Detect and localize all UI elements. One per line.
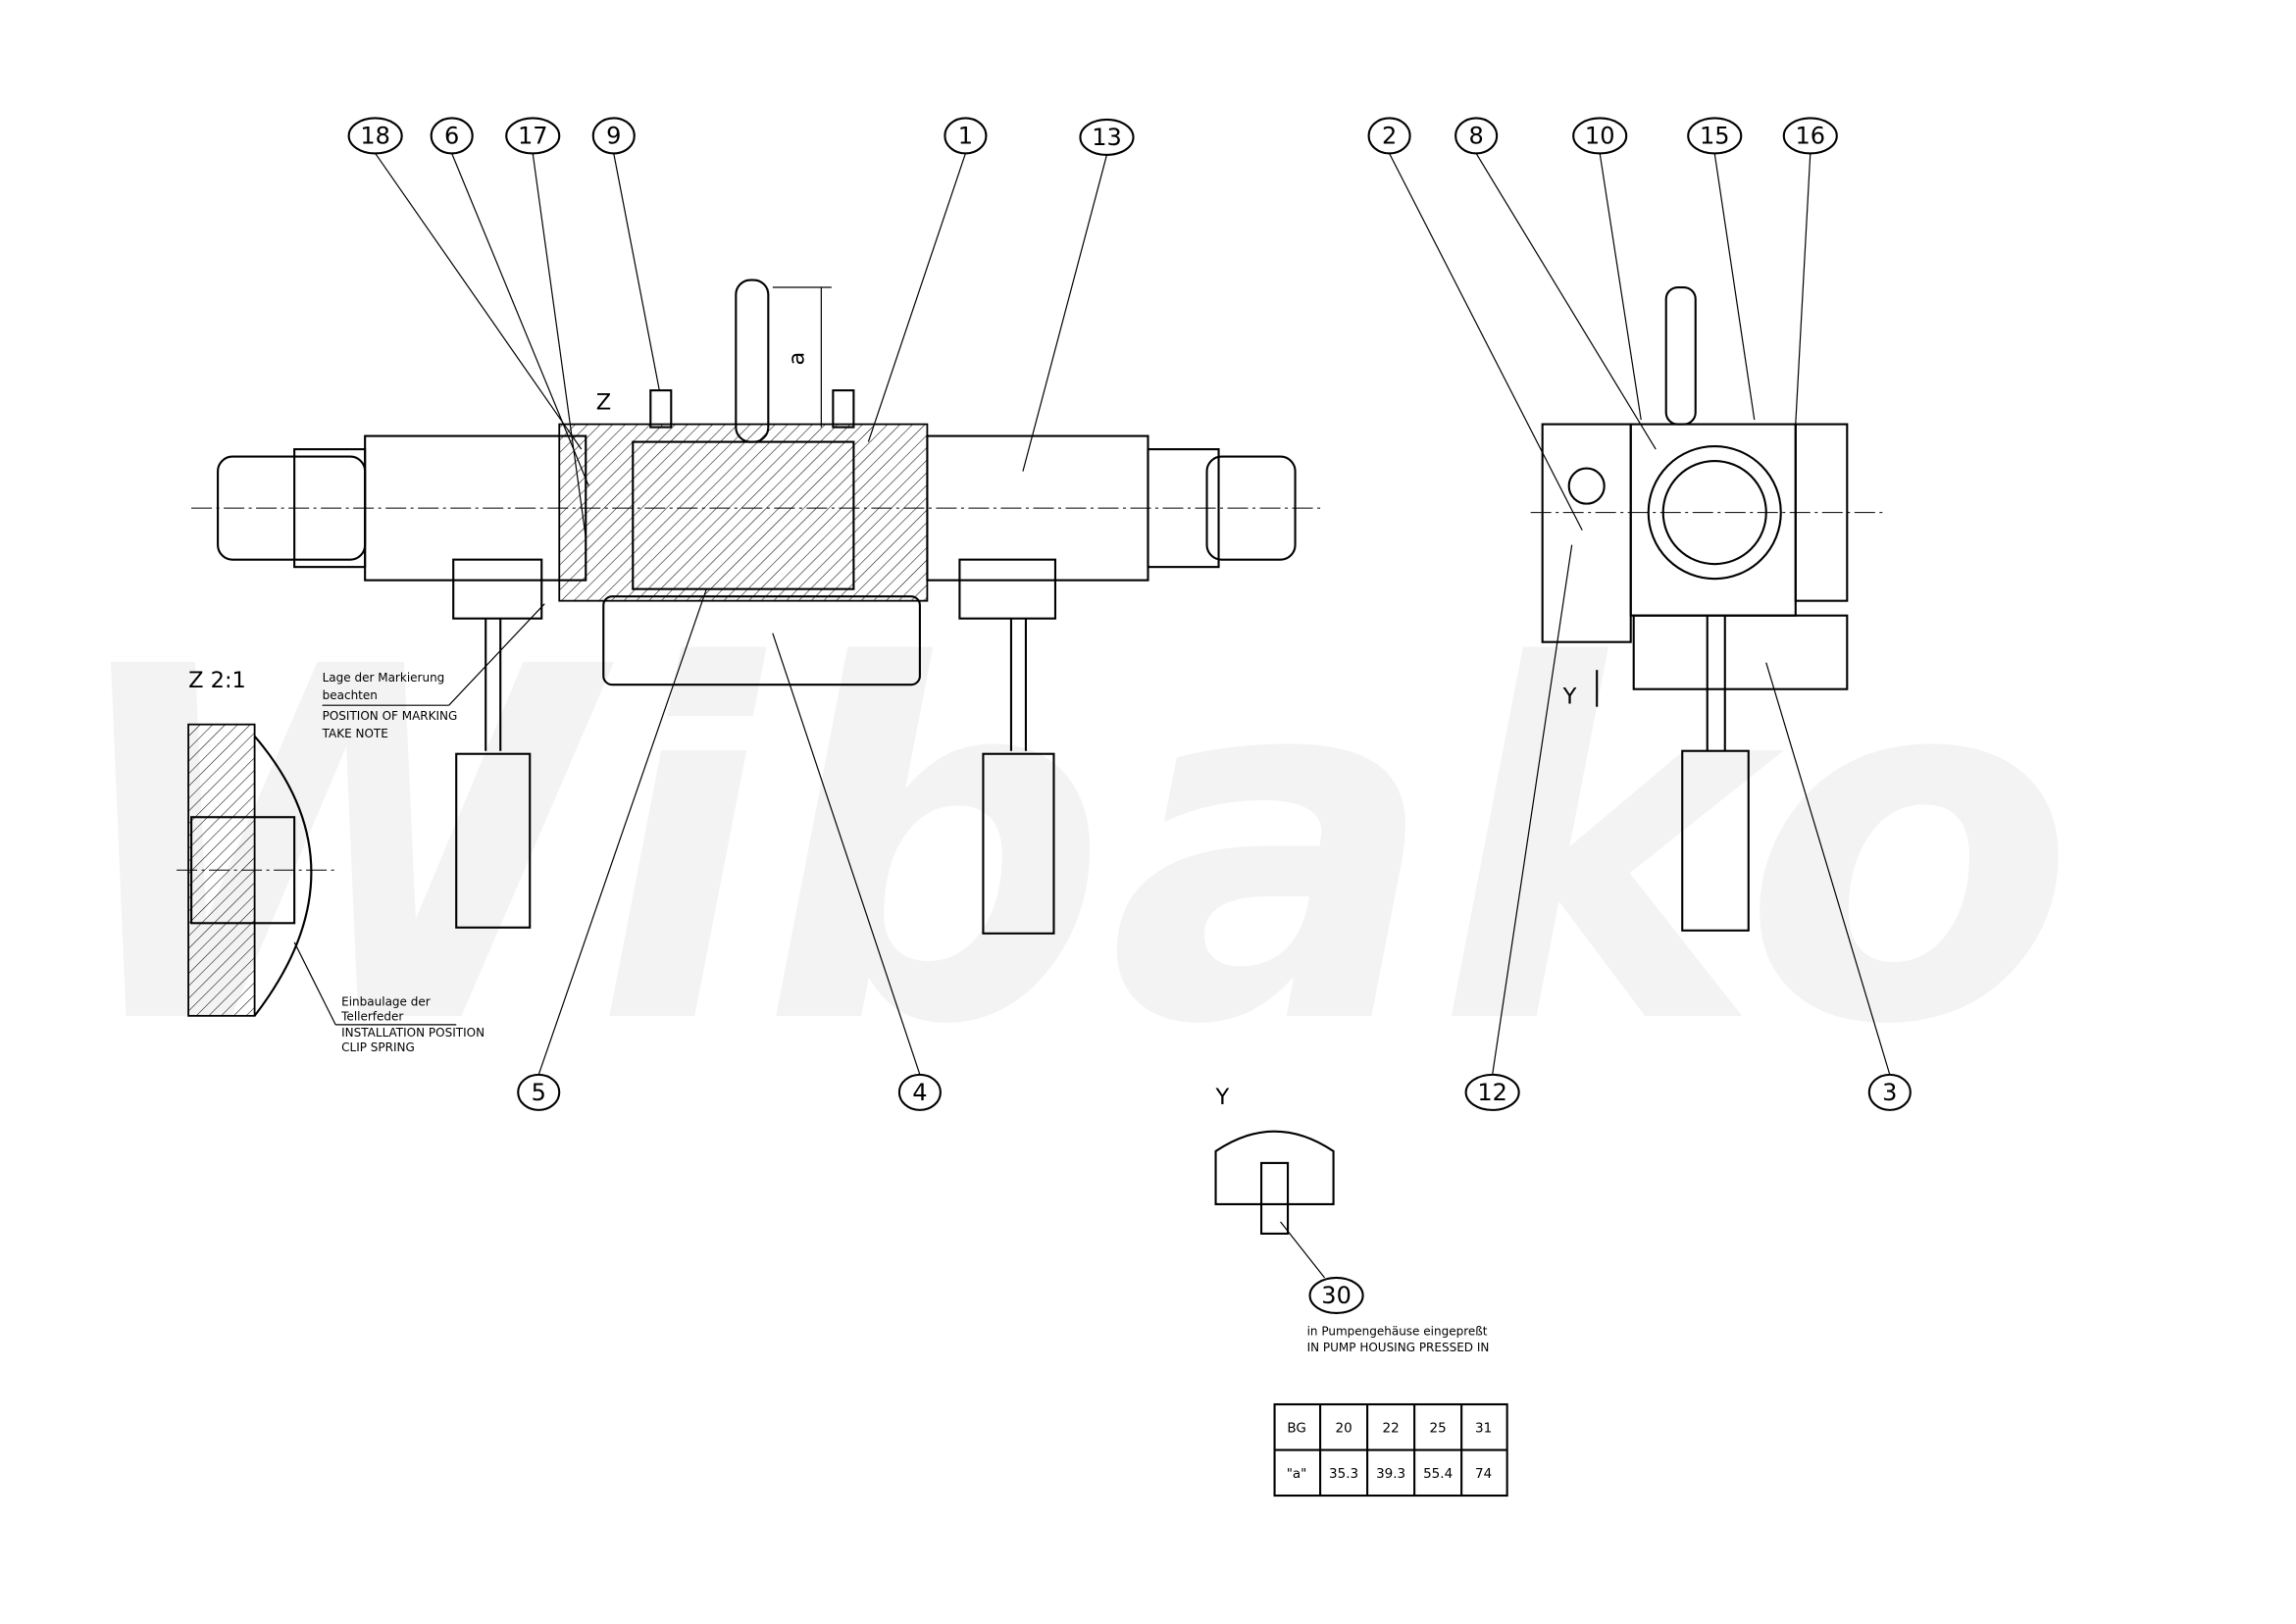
- svg-text:8: 8: [1469, 122, 1484, 149]
- table-cell: 39.3: [1376, 1466, 1405, 1482]
- table-header-cell: 25: [1430, 1421, 1447, 1437]
- svg-text:9: 9: [606, 122, 621, 149]
- table-header-cell: BG: [1287, 1421, 1306, 1437]
- balloon-4: 4: [772, 633, 942, 1111]
- balloon-3: 3: [1765, 662, 1912, 1111]
- table-header-cell: 22: [1383, 1421, 1400, 1437]
- svg-text:5: 5: [532, 1079, 546, 1106]
- table-cell: "a": [1287, 1466, 1307, 1482]
- marking-note-de-2: beachten: [323, 688, 378, 702]
- view-y-title: Y: [1215, 1085, 1230, 1110]
- side-view-valve: Y: [1530, 285, 1884, 932]
- view-y: Y: [1214, 1085, 1335, 1279]
- detail-z-view: Z 2:1: [177, 668, 339, 1017]
- svg-text:13: 13: [1092, 124, 1122, 151]
- spring-note-de-2: Tellerfeder: [340, 1009, 403, 1023]
- balloon-16: 16: [1782, 117, 1838, 425]
- table-cell: 74: [1475, 1466, 1492, 1482]
- svg-text:4: 4: [912, 1079, 927, 1106]
- balloon-15: 15: [1687, 117, 1756, 421]
- balloon-8: 8: [1454, 117, 1657, 450]
- balloon-30: 30: [1308, 1276, 1364, 1315]
- balloon-10: 10: [1572, 117, 1642, 421]
- svg-text:3: 3: [1882, 1079, 1897, 1106]
- svg-text:15: 15: [1700, 122, 1730, 149]
- table-cell: 55.4: [1423, 1466, 1453, 1482]
- table-header-cell: 31: [1475, 1421, 1492, 1437]
- balloon-6: 6: [430, 117, 589, 486]
- spring-note-de-1: Einbaulage der: [341, 994, 431, 1008]
- svg-text:18: 18: [360, 122, 390, 149]
- svg-text:30: 30: [1321, 1282, 1352, 1309]
- balloon-2: 2: [1367, 117, 1583, 531]
- svg-text:2: 2: [1382, 122, 1397, 149]
- svg-text:10: 10: [1585, 122, 1615, 149]
- balloon-17: 17: [505, 117, 587, 538]
- balloon-18: 18: [347, 117, 583, 450]
- table-header-cell: 20: [1335, 1421, 1352, 1437]
- pressed-note-en: IN PUMP HOUSING PRESSED IN: [1307, 1341, 1490, 1354]
- balloon-12: 12: [1464, 544, 1573, 1111]
- svg-text:16: 16: [1796, 122, 1826, 149]
- marking-note-en-1: POSITION OF MARKING: [323, 709, 458, 723]
- balloon-1: 1: [867, 117, 988, 442]
- marking-note-en-2: TAKE NOTE: [322, 727, 388, 740]
- svg-text:1: 1: [958, 122, 973, 149]
- watermark: Wibako: [59, 565, 2076, 1131]
- notes: Lage der Markierung beachten POSITION OF…: [293, 603, 1490, 1354]
- balloon-5: 5: [517, 588, 707, 1111]
- detail-z-title: Z 2:1: [188, 668, 246, 693]
- marking-note-de-1: Lage der Markierung: [323, 671, 445, 685]
- svg-text:17: 17: [518, 122, 548, 149]
- balloons: 18 6 17 9 1 13 2 8 10 15 16 5 4 12 3 30: [347, 117, 1912, 1315]
- view-y-arrow-label: Y: [1562, 685, 1577, 710]
- balloon-13: 13: [1022, 118, 1135, 472]
- svg-text:12: 12: [1477, 1079, 1507, 1106]
- dimension-a-label: a: [784, 352, 809, 366]
- pressed-note-de: in Pumpengehäuse eingepreßt: [1307, 1324, 1488, 1338]
- balloon-9: 9: [591, 117, 660, 391]
- size-table: BG 20 22 25 31 "a" 35.3 39.3 55.4 74: [1273, 1402, 1508, 1497]
- view-z-marker: Z: [596, 390, 611, 416]
- spring-note-en-1: INSTALLATION POSITION: [341, 1026, 485, 1040]
- svg-text:6: 6: [444, 122, 459, 149]
- spring-note-en-2: CLIP SPRING: [341, 1040, 415, 1054]
- table-cell: 35.3: [1329, 1466, 1358, 1482]
- front-view-valve: a Z: [191, 279, 1325, 935]
